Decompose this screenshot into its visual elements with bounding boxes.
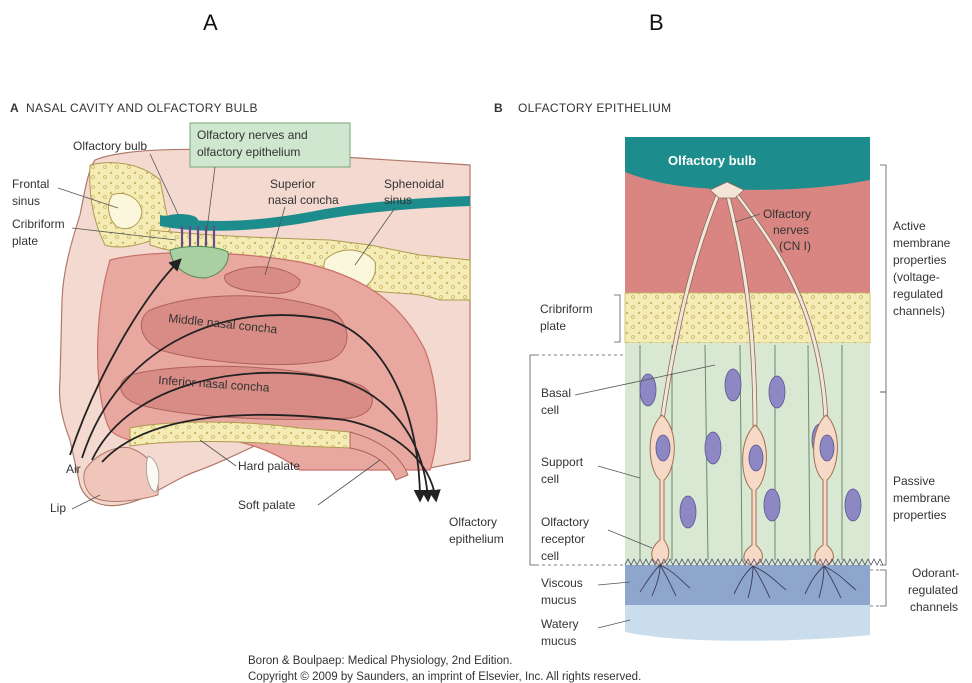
- label-b-odorant-2: regulated: [908, 583, 958, 597]
- label-b-active-2: membrane: [893, 236, 951, 250]
- label-cribriform-1: Cribriform: [12, 217, 65, 231]
- label-b-active-5: regulated: [893, 287, 943, 301]
- label-nerves-line1: Olfactory nerves and: [197, 128, 308, 142]
- label-superior-2: nasal concha: [268, 193, 339, 207]
- label-b-cribriform-1: Cribriform: [540, 302, 593, 316]
- label-b-receptor-2: receptor: [541, 532, 585, 546]
- label-b-passive-1: Passive: [893, 474, 935, 488]
- label-b-watery-2: mucus: [541, 634, 576, 648]
- label-b-passive-2: membrane: [893, 491, 951, 505]
- label-b-support-2: cell: [541, 472, 559, 486]
- label-b-epi-2: epithelium: [449, 532, 504, 546]
- label-superior-1: Superior: [270, 177, 315, 191]
- panel-a: A NASAL CAVITY AND OLFACTORY BULB: [10, 101, 470, 515]
- label-b-active-1: Active: [893, 219, 926, 233]
- panel-a-title: NASAL CAVITY AND OLFACTORY BULB: [26, 101, 258, 115]
- label-b-basal-1: Basal: [541, 386, 571, 400]
- label-b-nerves-1: Olfactory: [763, 207, 811, 221]
- bracket-b-epithelium: [530, 355, 536, 565]
- label-b-nerves-3: (CN I): [779, 239, 811, 253]
- label-frontal-2: sinus: [12, 194, 40, 208]
- bracket-b-active: [880, 165, 886, 392]
- bracket-b-passive: [880, 392, 886, 565]
- label-frontal-1: Frontal: [12, 177, 49, 191]
- label-b-receptor-1: Olfactory: [541, 515, 589, 529]
- label-air: Air: [66, 462, 81, 476]
- label-hard-palate: Hard palate: [238, 459, 300, 473]
- label-nerves-line2: olfactory epithelium: [197, 145, 300, 159]
- bracket-b-odorant: [880, 570, 886, 606]
- label-b-odorant-3: channels: [910, 600, 958, 614]
- panel-b-title: OLFACTORY EPITHELIUM: [518, 101, 671, 115]
- label-b-viscous-2: mucus: [541, 593, 576, 607]
- label-b-active-3: properties: [893, 253, 946, 267]
- label-b-nerves-2: nerves: [773, 223, 809, 237]
- label-b-viscous-1: Viscous: [541, 576, 583, 590]
- footer-copyright: Copyright © 2009 by Saunders, an imprint…: [248, 671, 641, 683]
- label-soft-palate: Soft palate: [238, 498, 296, 512]
- panel-b: B OLFACTORY EPITHELIUM Olfactory bulb: [449, 101, 959, 648]
- label-sphenoidal-2: sinus: [384, 193, 412, 207]
- watery-mucus-layer: [625, 605, 870, 641]
- label-cribriform-2: plate: [12, 234, 38, 248]
- label-sphenoidal-1: Sphenoidal: [384, 177, 444, 191]
- label-b-active-6: channels): [893, 304, 945, 318]
- label-b-receptor-3: cell: [541, 549, 559, 563]
- label-b-bulb: Olfactory bulb: [668, 153, 756, 168]
- label-olfactory-bulb: Olfactory bulb: [73, 139, 147, 153]
- label-b-epi-1: Olfactory: [449, 515, 497, 529]
- bracket-b-cribriform: [614, 295, 620, 342]
- label-lip: Lip: [50, 501, 66, 515]
- label-b-basal-2: cell: [541, 403, 559, 417]
- footer-citation: Boron & Boulpaep: Medical Physiology, 2n…: [248, 655, 512, 667]
- label-b-support-1: Support: [541, 455, 584, 469]
- panel-a-letter: A: [10, 101, 19, 115]
- label-b-passive-3: properties: [893, 508, 946, 522]
- label-b-cribriform-2: plate: [540, 319, 566, 333]
- panel-b-letter: B: [494, 101, 503, 115]
- label-b-odorant-1: Odorant-: [912, 566, 959, 580]
- olfactory-bulb-knob: [162, 214, 198, 226]
- label-b-watery-1: Watery: [541, 617, 579, 631]
- label-b-active-4: (voltage-: [893, 270, 940, 284]
